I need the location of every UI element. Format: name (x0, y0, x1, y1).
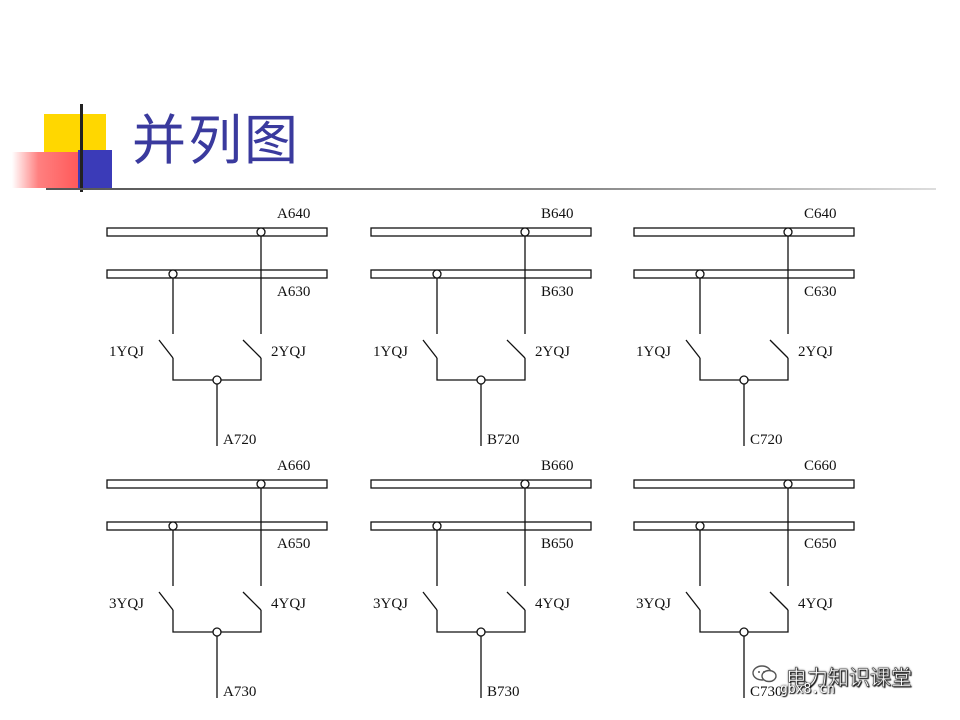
switch-left (422, 591, 438, 611)
bus-top-label: A660 (277, 458, 310, 474)
switch-left-label: 3YQJ (373, 596, 408, 612)
switch-right (242, 339, 262, 359)
output-label: B730 (487, 684, 520, 700)
switch-left-label: 1YQJ (636, 344, 671, 360)
bus-bottom (106, 521, 328, 531)
node (432, 269, 442, 279)
bus-bottom-label: B630 (541, 284, 574, 300)
switch-left-label: 3YQJ (636, 596, 671, 612)
bus-top-label: B660 (541, 458, 574, 474)
node (212, 375, 222, 385)
node (783, 227, 793, 237)
output-label: C730 (750, 684, 783, 700)
page-title: 并列图 (132, 109, 300, 172)
bus-top-label: C640 (804, 206, 837, 222)
bus-top (370, 227, 592, 237)
bus-bottom (106, 269, 328, 279)
node (783, 479, 793, 489)
switch-right (506, 339, 526, 359)
bus-top (106, 479, 328, 489)
node (256, 227, 266, 237)
bus-bottom (370, 269, 592, 279)
switch-right-label: 2YQJ (535, 344, 570, 360)
bus-bottom-label: C650 (804, 536, 837, 552)
bus-bottom-label: A630 (277, 284, 310, 300)
node (256, 479, 266, 489)
decor-red-square (12, 152, 78, 188)
node (695, 269, 705, 279)
decor-blue-square (78, 150, 112, 188)
switch-left (158, 591, 174, 611)
node (739, 627, 749, 637)
switch-right-label: 4YQJ (535, 596, 570, 612)
decor-vertical-line (80, 104, 83, 192)
output-label: A720 (223, 432, 256, 448)
switch-right (242, 591, 262, 611)
bus-top (106, 227, 328, 237)
node (520, 227, 530, 237)
switch-left-label: 3YQJ (109, 596, 144, 612)
bus-bottom-label: C630 (804, 284, 837, 300)
bus-bottom (370, 521, 592, 531)
bus-top (370, 479, 592, 489)
output-label: B720 (487, 432, 520, 448)
switch-left (422, 339, 438, 359)
decor-horizontal-line (46, 188, 936, 190)
switch-right (506, 591, 526, 611)
bus-bottom-label: A650 (277, 536, 310, 552)
output-label: A730 (223, 684, 256, 700)
output-label: C720 (750, 432, 783, 448)
watermark-site: gbx8.cn (780, 682, 835, 697)
switch-left (685, 591, 701, 611)
bus-top-label: C660 (804, 458, 837, 474)
switch-left (158, 339, 174, 359)
switch-right-label: 2YQJ (271, 344, 306, 360)
node (168, 269, 178, 279)
node (520, 479, 530, 489)
node (739, 375, 749, 385)
switch-left-label: 1YQJ (373, 344, 408, 360)
bus-top (633, 479, 855, 489)
watermark-text: 电力知识课堂 (786, 666, 913, 691)
bus-bottom (633, 269, 855, 279)
node (695, 521, 705, 531)
switch-right (769, 339, 789, 359)
switch-right-label: 4YQJ (798, 596, 833, 612)
wechat-icon (752, 665, 777, 683)
node (168, 521, 178, 531)
bus-bottom (633, 521, 855, 531)
node (212, 627, 222, 637)
node (476, 627, 486, 637)
switch-right-label: 2YQJ (798, 344, 833, 360)
switch-right-label: 4YQJ (271, 596, 306, 612)
bus-top-label: B640 (541, 206, 574, 222)
bus-top (633, 227, 855, 237)
switch-left (685, 339, 701, 359)
node (476, 375, 486, 385)
bus-top-label: A640 (277, 206, 310, 222)
bus-bottom-label: B650 (541, 536, 574, 552)
node (432, 521, 442, 531)
switch-right (769, 591, 789, 611)
switch-left-label: 1YQJ (109, 344, 144, 360)
